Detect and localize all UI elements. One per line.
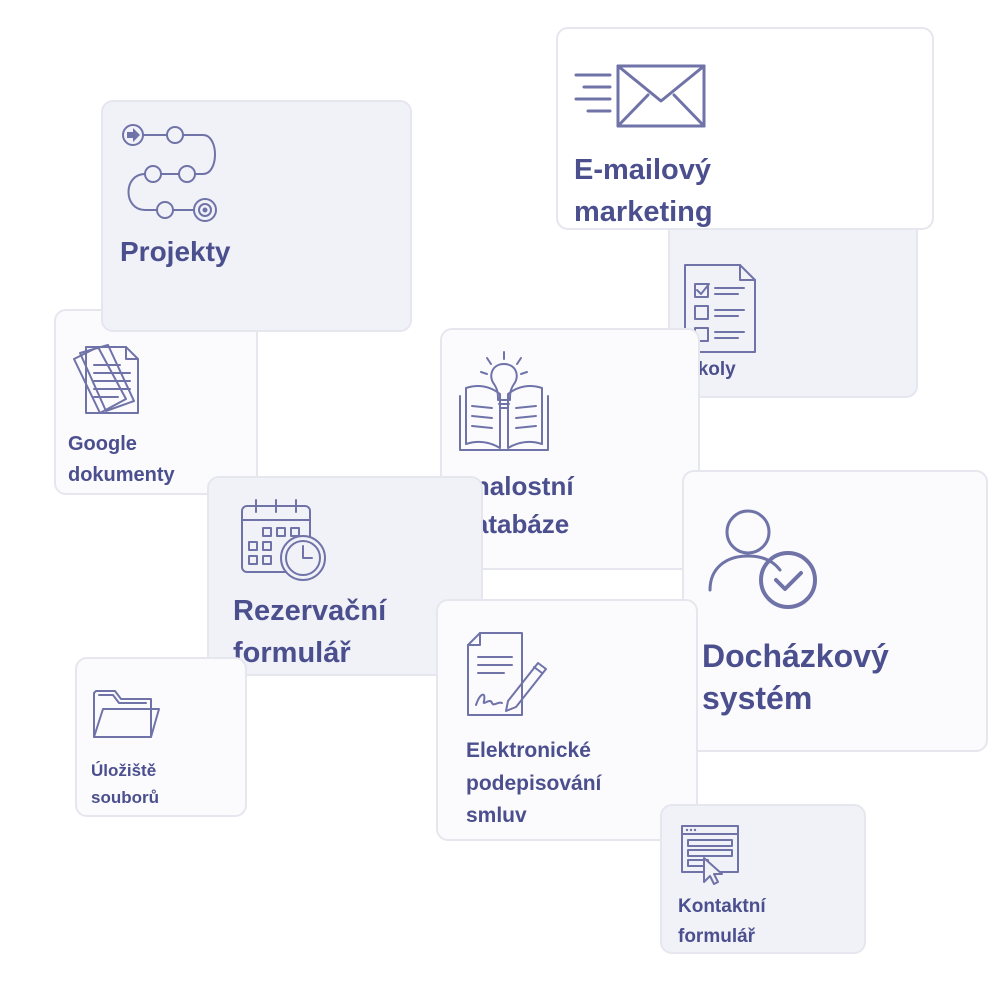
dochazkovy-line-1: Docházkový xyxy=(702,638,889,674)
envelope-speed-icon xyxy=(574,63,708,129)
card-elektronicke-podepisovani-label: Elektronické podepisování smluv xyxy=(466,735,601,833)
card-rezervacni-formular-label: Rezervační formulář xyxy=(233,590,386,674)
uloziste-line-1: Úložiště xyxy=(91,761,157,780)
folder-icon xyxy=(91,685,161,741)
rezervacni-line-2: formulář xyxy=(233,637,351,670)
kontaktni-line-2: formulář xyxy=(678,926,756,948)
card-projekty-label: Projekty xyxy=(120,236,231,267)
web-form-icon xyxy=(680,824,742,886)
kontaktni-line-1: Kontaktní xyxy=(678,896,766,917)
dochazkovy-line-2: systém xyxy=(702,679,813,716)
card-uloziste-souboru[interactable]: Úložiště souborů xyxy=(75,657,247,817)
card-uloziste-souboru-label: Úložiště souborů xyxy=(91,757,159,811)
card-dochazkovy-system[interactable]: Docházkový systém xyxy=(682,470,988,752)
elektronicke-line-3: smluv xyxy=(466,804,527,828)
card-dochazkovy-system-label: Docházkový systém xyxy=(702,636,889,719)
calendar-clock-icon xyxy=(239,496,331,586)
email-line-1: E-mailový xyxy=(574,154,711,186)
card-znalostni-databaze[interactable]: Znalostní databáze xyxy=(440,328,700,570)
user-check-icon xyxy=(706,506,826,616)
elektronicke-line-1: Elektronické xyxy=(466,739,591,762)
uloziste-line-2: souborů xyxy=(91,788,159,808)
email-line-2: marketing xyxy=(574,196,713,229)
card-email-marketing-label: E-mailový marketing xyxy=(574,149,713,233)
elektronicke-line-2: podepisování xyxy=(466,771,602,795)
book-lightbulb-icon xyxy=(456,350,556,454)
card-email-marketing[interactable]: E-mailový marketing xyxy=(556,27,934,230)
card-elektronicke-podepisovani[interactable]: Elektronické podepisování smluv xyxy=(436,599,698,841)
card-google-dokumenty[interactable]: Google dokumenty xyxy=(54,309,258,495)
card-google-dokumenty-label: Google dokumenty xyxy=(68,429,175,491)
documents-stack-icon xyxy=(68,339,148,419)
project-path-icon xyxy=(119,122,229,222)
card-projekty[interactable]: Projekty xyxy=(101,100,412,332)
card-rezervacni-formular[interactable]: Rezervační formulář xyxy=(207,476,483,676)
card-kontaktni-formular-label: Kontaktní formulář xyxy=(678,892,766,953)
contract-pen-icon xyxy=(464,631,548,721)
google-line-2: dokumenty xyxy=(68,464,175,486)
google-line-1: Google xyxy=(68,433,137,455)
card-ukoly[interactable]: Úkoly xyxy=(668,210,918,398)
card-kontaktni-formular[interactable]: Kontaktní formulář xyxy=(660,804,866,954)
rezervacni-line-1: Rezervační xyxy=(233,595,387,627)
